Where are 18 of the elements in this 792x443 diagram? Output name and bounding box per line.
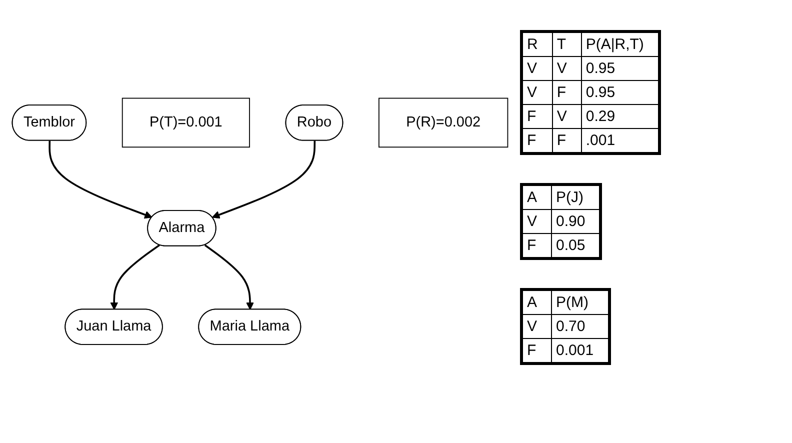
column-header: T — [552, 32, 582, 56]
table-cell: V — [522, 56, 552, 80]
table-cell: V — [522, 314, 552, 338]
node-box: P(T)=0.001 — [122, 98, 250, 148]
column-header: R — [522, 32, 552, 56]
table-cell: V — [522, 80, 552, 104]
table-cell: V — [552, 56, 582, 80]
table-cell: F — [522, 104, 552, 128]
table-cell: V — [522, 210, 552, 234]
arrow — [212, 140, 316, 219]
arrow — [110, 244, 160, 310]
column-header: A — [522, 184, 552, 210]
column-header: A — [522, 290, 552, 314]
arrow — [204, 244, 254, 310]
arrow — [48, 140, 152, 219]
table-cell: F — [552, 80, 582, 104]
table-cell: V — [552, 104, 582, 128]
node-box: P(R)=0.002 — [378, 98, 508, 148]
